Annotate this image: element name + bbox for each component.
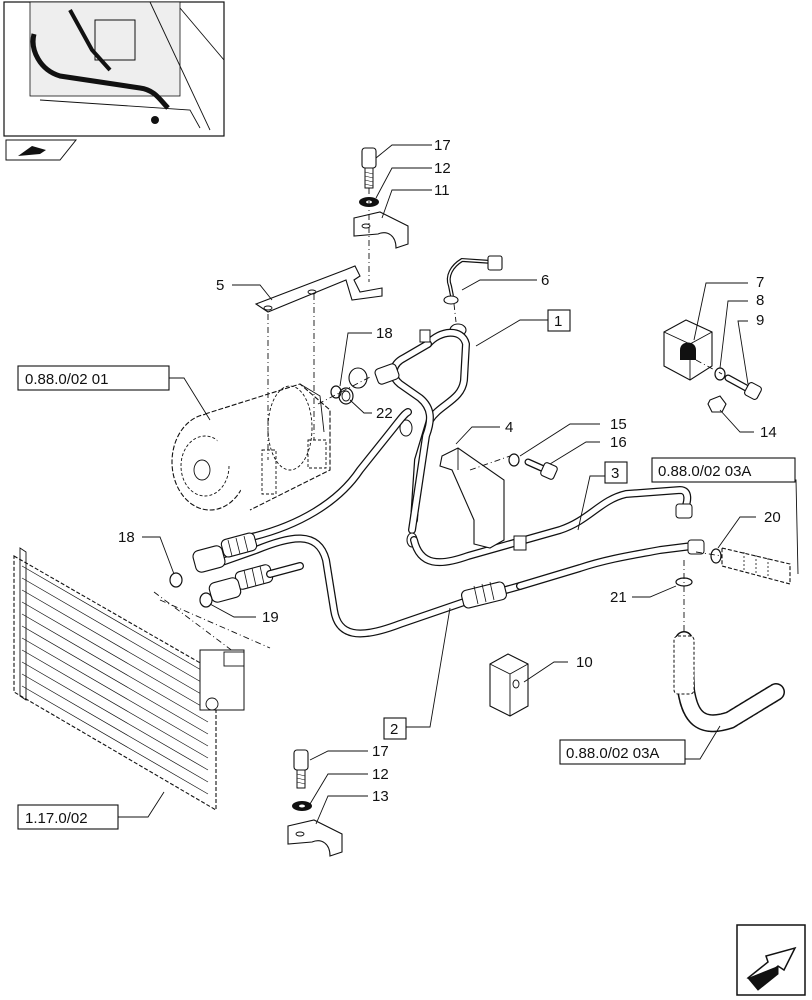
axis-condenser-ports (153, 591, 271, 653)
callout-18-bottom: 18 (118, 529, 135, 546)
clamp-11 (353, 211, 409, 249)
callout-1: 1 (554, 313, 562, 330)
axis-right-fitting (695, 551, 723, 557)
callout-16: 16 (610, 434, 627, 451)
callout-22: 22 (376, 405, 393, 422)
boxed-callouts: 1 3 2 (383, 309, 628, 740)
callout-2: 2 (390, 721, 398, 738)
washer-15 (508, 453, 520, 467)
callout-8: 8 (756, 292, 764, 309)
bolt-17-top (361, 147, 377, 189)
condenser (13, 547, 245, 811)
callout-18-top: 18 (376, 325, 393, 342)
bolt-9 (724, 374, 762, 400)
nut-14 (707, 395, 727, 413)
hose-lower (673, 631, 785, 733)
callout-3: 3 (611, 465, 619, 482)
ref-right-top[interactable]: 0.88.0/02 03A (658, 463, 751, 480)
o-ring-18-bottom (169, 572, 183, 588)
pipe-1 (348, 328, 470, 548)
leader-lines (118, 144, 799, 825)
next-page-arrow-icon[interactable] (736, 924, 806, 996)
condenser-lower-fitting (208, 562, 304, 603)
location-thumbnail[interactable] (3, 1, 225, 137)
ref-condenser[interactable]: 1.17.0/02 (25, 810, 88, 827)
callout-labels: 17 12 11 5 6 18 22 7 8 9 14 4 15 16 20 1… (118, 137, 781, 805)
reference-boxes: 0.88.0/02 01 0.88.0/02 03A 0.88.0/02 03A… (17, 365, 796, 830)
callout-14: 14 (760, 424, 777, 441)
clamp-block-7 (663, 319, 713, 381)
callout-15: 15 (610, 416, 627, 433)
ref-right-bottom[interactable]: 0.88.0/02 03A (566, 745, 659, 762)
ref-compressor[interactable]: 0.88.0/02 01 (25, 371, 108, 388)
callout-21: 21 (610, 589, 627, 606)
axis-bracket-4 (469, 455, 511, 471)
pipe-compressor-condenser (192, 408, 412, 573)
o-ring-20 (710, 548, 722, 564)
callout-13: 13 (372, 788, 389, 805)
callout-7: 7 (756, 274, 764, 291)
o-ring-18-top (330, 385, 342, 399)
view-direction-icon (5, 139, 78, 161)
compressor (171, 383, 331, 511)
callout-10: 10 (576, 654, 593, 671)
bolt-17-bottom (293, 749, 309, 789)
o-ring-19 (199, 592, 213, 608)
axis-switch (453, 303, 457, 323)
bracket-4 (439, 447, 505, 549)
axis-clamp-7 (695, 359, 723, 375)
callout-12-bottom: 12 (372, 766, 389, 783)
callout-4: 4 (505, 419, 513, 436)
pipe-2 (218, 534, 524, 638)
axis-compressor-port (317, 375, 373, 405)
callout-11: 11 (434, 182, 450, 199)
pipe-3 (410, 486, 705, 590)
clamp-block-10 (489, 653, 529, 717)
washer-8 (714, 367, 726, 381)
callout-20: 20 (764, 509, 781, 526)
clamp-13 (287, 819, 343, 857)
washer-12-bottom (292, 801, 312, 811)
bolt-16 (524, 458, 558, 480)
hose-fitting-right (721, 547, 791, 585)
callout-6: 6 (541, 272, 549, 289)
bracket-5 (254, 265, 383, 313)
callout-19: 19 (262, 609, 279, 626)
callout-17-bottom: 17 (372, 743, 389, 760)
callout-17-top: 17 (434, 137, 451, 154)
callout-12-top: 12 (434, 160, 451, 177)
callout-5: 5 (216, 277, 224, 294)
pressure-switch-6 (443, 255, 503, 337)
callout-9: 9 (756, 312, 764, 329)
